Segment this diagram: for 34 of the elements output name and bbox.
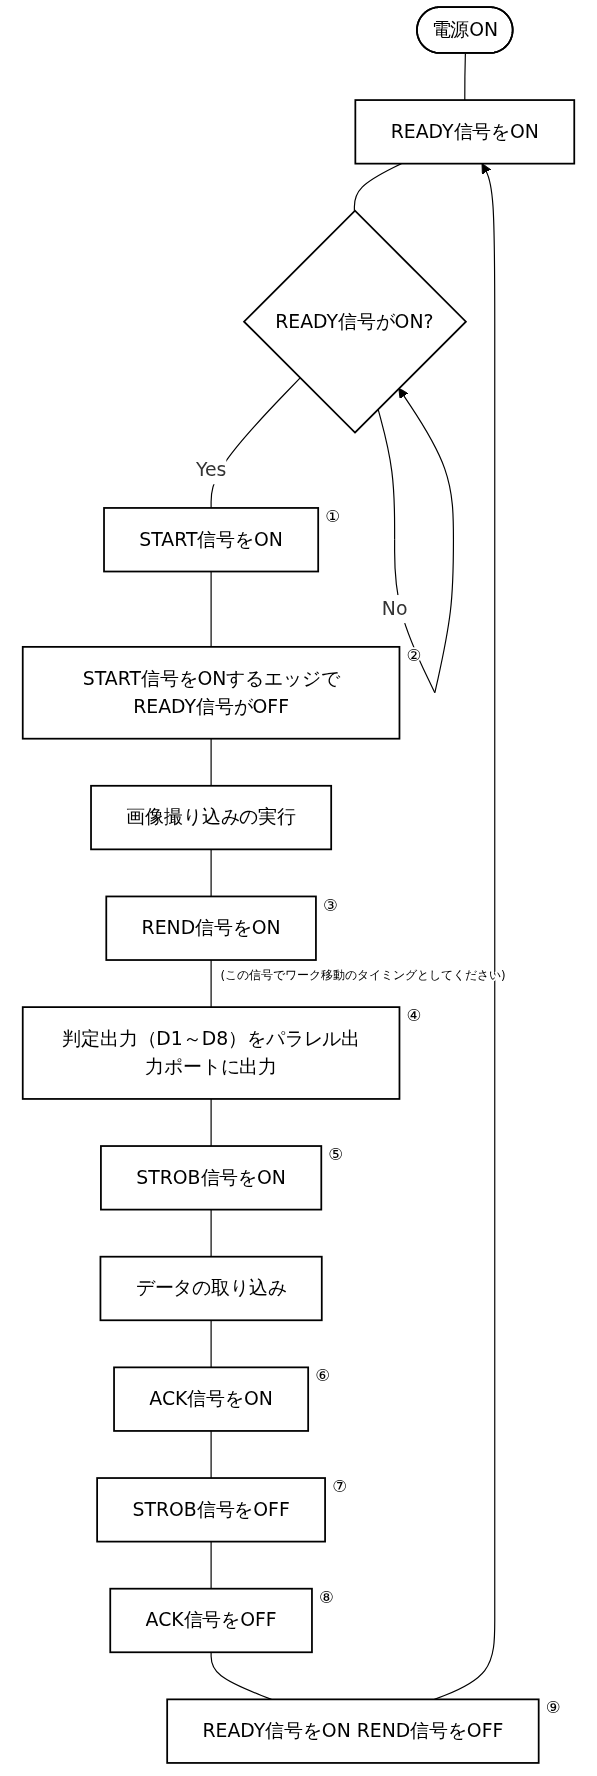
step-number: ⑨ xyxy=(545,1698,561,1718)
step-number: ④ xyxy=(406,1006,422,1026)
connector xyxy=(210,1209,212,1258)
node-box: ACK信号をOFF xyxy=(109,1587,313,1654)
step-number: ⑥ xyxy=(315,1366,330,1386)
step-number: ⑧ xyxy=(319,1587,334,1607)
node-box: 画像撮り込みの実行 xyxy=(90,784,333,851)
connector xyxy=(210,570,212,648)
edge-label: Yes xyxy=(195,458,227,481)
connector xyxy=(210,738,212,787)
node-box: ACK信号をON xyxy=(113,1366,310,1432)
step-number: ③ xyxy=(323,895,338,915)
connector xyxy=(210,1541,212,1590)
connector xyxy=(210,848,212,898)
step-number: ⑦ xyxy=(332,1477,347,1497)
node-box: REND信号をON xyxy=(105,895,317,961)
node-box: データの取り込み xyxy=(99,1255,323,1322)
node-box: 判定出力（D1～D8）をパラレル出力ポートに出力 xyxy=(21,1006,401,1100)
node-box: STROB信号をON xyxy=(100,1145,323,1211)
connector xyxy=(353,163,402,212)
node-box: READY信号をON xyxy=(354,99,576,165)
connector xyxy=(210,1319,212,1368)
node-box: STROB信号をOFF xyxy=(96,1477,326,1543)
connector xyxy=(464,53,466,101)
connector xyxy=(210,959,212,1008)
connector xyxy=(210,1098,212,1147)
node-diamond: READY信号がON? xyxy=(242,209,468,434)
node-box: START信号をONするエッジでREADY信号がOFF xyxy=(21,646,401,740)
step-number: ⑤ xyxy=(328,1145,344,1165)
step-number: ① xyxy=(325,507,340,527)
edge-label: No xyxy=(381,597,408,620)
node-box: START信号をON xyxy=(103,507,320,573)
connector xyxy=(210,1430,212,1479)
node-box: READY信号をON REND信号をOFF xyxy=(166,1698,540,1764)
